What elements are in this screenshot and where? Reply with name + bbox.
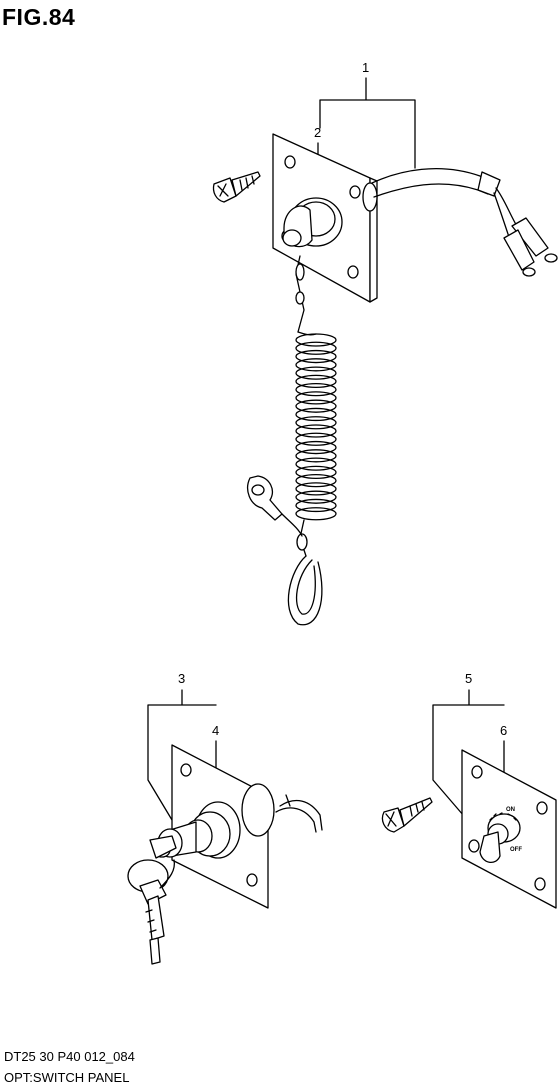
- coil-lead: [297, 331, 317, 336]
- coil-turn: [295, 457, 337, 471]
- coil-turn: [295, 366, 337, 380]
- coil-turn: [295, 399, 337, 413]
- coil-turn: [295, 507, 337, 521]
- lanyard-coil: [295, 331, 337, 521]
- stop-switch-knob: [282, 197, 343, 248]
- callout-1: 1: [319, 60, 416, 169]
- callout-3: 3: [147, 671, 217, 831]
- coil-turn: [295, 432, 337, 446]
- stop-switch-wire-harness: [362, 167, 558, 277]
- coil-turn: [295, 391, 337, 405]
- callout-label-3: 3: [178, 671, 185, 686]
- coil-turn: [295, 424, 337, 438]
- key-switch-assembly: 3 4: [127, 671, 323, 965]
- coil-turn: [295, 440, 337, 455]
- coil-turn: [295, 382, 337, 397]
- stop-switch-screw: [212, 171, 261, 203]
- coil-turn: [295, 490, 337, 504]
- coil-turn: [295, 374, 337, 389]
- switch-on-marking: ON: [506, 807, 515, 813]
- callout-label-4: 4: [212, 723, 219, 738]
- key-switch-body: [157, 783, 323, 859]
- figure-title: FIG.84: [2, 4, 76, 30]
- coil-turn: [295, 416, 337, 430]
- coil-turn: [295, 465, 337, 480]
- stop-switch-assembly: 1 2: [212, 60, 558, 626]
- coil-turn: [295, 498, 337, 513]
- switch-off-marking: OFF: [510, 847, 522, 853]
- toggle-switch-knob: ON OFF: [479, 807, 522, 863]
- toggle-switch-assembly: 5 6 ON OFF: [381, 671, 557, 909]
- toggle-switch-screw: [381, 797, 433, 833]
- coil-turn: [295, 473, 337, 488]
- coil-turn: [295, 341, 337, 355]
- coil-turn: [295, 482, 337, 496]
- lanyard-cord: [247, 255, 337, 626]
- coil-turn: [295, 449, 337, 463]
- callout-label-2: 2: [314, 125, 321, 140]
- callout-label-6: 6: [500, 723, 507, 738]
- callout-label-1: 1: [362, 60, 369, 75]
- callout-label-5: 5: [465, 671, 472, 686]
- ignition-keys: [127, 835, 177, 965]
- coil-turn: [295, 407, 337, 422]
- diagram-code: DT25 30 P40 012_084: [4, 1049, 135, 1064]
- coil-turn: [295, 349, 337, 364]
- coil-turn: [295, 358, 337, 372]
- figure-caption: OPT:SWITCH PANEL: [4, 1070, 130, 1085]
